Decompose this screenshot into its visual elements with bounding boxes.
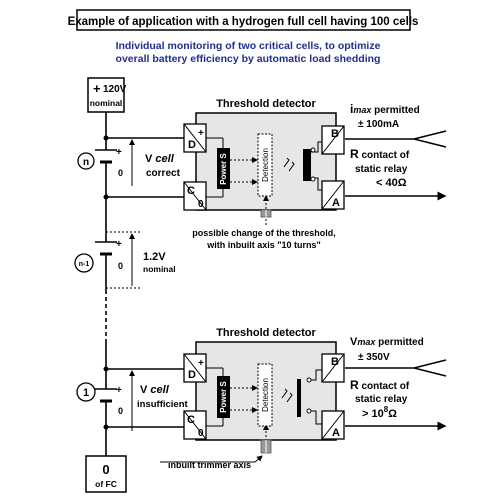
detector-top-detection-label: Detection bbox=[261, 148, 270, 182]
detector-bottom-terminal-c: C bbox=[187, 414, 195, 426]
supply-plus: + bbox=[93, 81, 101, 96]
supply-voltage: 120V bbox=[103, 84, 127, 95]
detector-bottom-contact-text2: static relay bbox=[355, 394, 408, 405]
svg-text:imax permitted: imax permitted bbox=[350, 102, 420, 116]
detector-top-contact-value: < 40Ω bbox=[376, 177, 407, 189]
detector-top-note-line2: with inbuilt axis "10 turns" bbox=[206, 240, 321, 250]
detector-bottom-note: inbuilt trimmer axis bbox=[168, 460, 251, 470]
subtitle-line2: overall battery efficiency by automatic … bbox=[116, 53, 381, 65]
cell-top-zero: 0 bbox=[118, 168, 123, 178]
svg-text:of FC: of FC bbox=[95, 479, 117, 489]
detector-top-terminal-b: B bbox=[331, 128, 339, 140]
detector-bottom-terminal-a: A bbox=[332, 427, 340, 439]
title: Example of application with a hydrogen f… bbox=[68, 16, 419, 28]
detector-top-power-label: Power S bbox=[219, 153, 228, 185]
detector-bottom-contact-value: > 108Ω bbox=[362, 405, 397, 420]
supply-label: nominal bbox=[90, 98, 123, 108]
cell-bottom-state: insufficient bbox=[137, 399, 189, 410]
cell-top-voltage: V cell correct bbox=[145, 153, 181, 179]
detector-top-terminal-d-sign: + bbox=[198, 128, 204, 139]
detector-top-spec-value: ± 100mA bbox=[358, 119, 399, 130]
detector-top-terminal-c: C bbox=[187, 185, 195, 197]
detector-bottom-detection-label: Detection bbox=[261, 378, 270, 412]
subtitle-line1: Individual monitoring of two critical ce… bbox=[116, 40, 381, 52]
detector-bottom-terminal-c-sign: 0 bbox=[198, 428, 204, 439]
svg-text:nominal: nominal bbox=[143, 264, 176, 274]
detector-top: Threshold detector D + C 0 bbox=[103, 98, 447, 250]
cell-bottom-plus: + bbox=[116, 385, 122, 396]
cell-middle-plus: + bbox=[116, 239, 122, 250]
detector-top-title: Threshold detector bbox=[216, 98, 316, 110]
svg-text:R contact of: R contact of bbox=[350, 147, 410, 161]
detector-top-terminal-c-sign: 0 bbox=[198, 199, 204, 210]
detector-bottom-terminal-d-sign: + bbox=[198, 358, 204, 369]
svg-text:V cell: V cell bbox=[145, 153, 175, 165]
detector-bottom-power-label: Power S bbox=[219, 381, 228, 413]
cell-top-plus: + bbox=[116, 147, 122, 158]
cell-plates bbox=[95, 149, 117, 403]
detector-bottom-spec-value: ± 350V bbox=[358, 352, 390, 363]
detector-top-note-line1: possible change of the threshold, bbox=[192, 228, 336, 238]
cell-bottom-voltage: V cell insufficient bbox=[137, 384, 189, 410]
cell-bottom-zero: 0 bbox=[118, 406, 123, 416]
svg-text:0: 0 bbox=[102, 462, 109, 477]
cell-top-state: correct bbox=[146, 168, 181, 179]
svg-text:n-1: n-1 bbox=[79, 261, 90, 268]
supply-box: + 120V nominal bbox=[87, 77, 127, 113]
title-box: Example of application with a hydrogen f… bbox=[68, 9, 419, 31]
voltage-arrows bbox=[106, 139, 142, 431]
cell-id-bottom: 1 bbox=[76, 382, 96, 402]
cell-middle-zero: 0 bbox=[118, 261, 123, 271]
cell-id-top: n bbox=[77, 152, 95, 170]
detector-bottom-terminal-b: B bbox=[331, 356, 339, 368]
svg-text:Vmax permitted: Vmax permitted bbox=[350, 336, 424, 348]
svg-text:n: n bbox=[83, 157, 89, 168]
detector-top-terminal-d: D bbox=[188, 139, 196, 151]
svg-text:1.2V: 1.2V bbox=[143, 251, 166, 263]
detector-bottom-led-arrows bbox=[281, 388, 293, 403]
cell-id-middle: n-1 bbox=[74, 253, 94, 273]
detector-bottom-title: Threshold detector bbox=[216, 327, 316, 339]
svg-text:1: 1 bbox=[83, 387, 89, 399]
detector-bottom-terminal-d: D bbox=[188, 369, 196, 381]
cell-middle-voltage: 1.2V nominal bbox=[143, 251, 176, 274]
svg-text:R contact of: R contact of bbox=[350, 378, 410, 392]
svg-text:V cell: V cell bbox=[140, 384, 170, 396]
detector-bottom: Threshold detector D + C 0 bbox=[103, 327, 447, 470]
ground-box: 0 of FC bbox=[85, 455, 127, 493]
detector-top-led-arrows bbox=[283, 157, 295, 172]
detector-top-terminal-a: A bbox=[332, 197, 340, 209]
detector-top-contact-text2: static relay bbox=[355, 164, 408, 175]
